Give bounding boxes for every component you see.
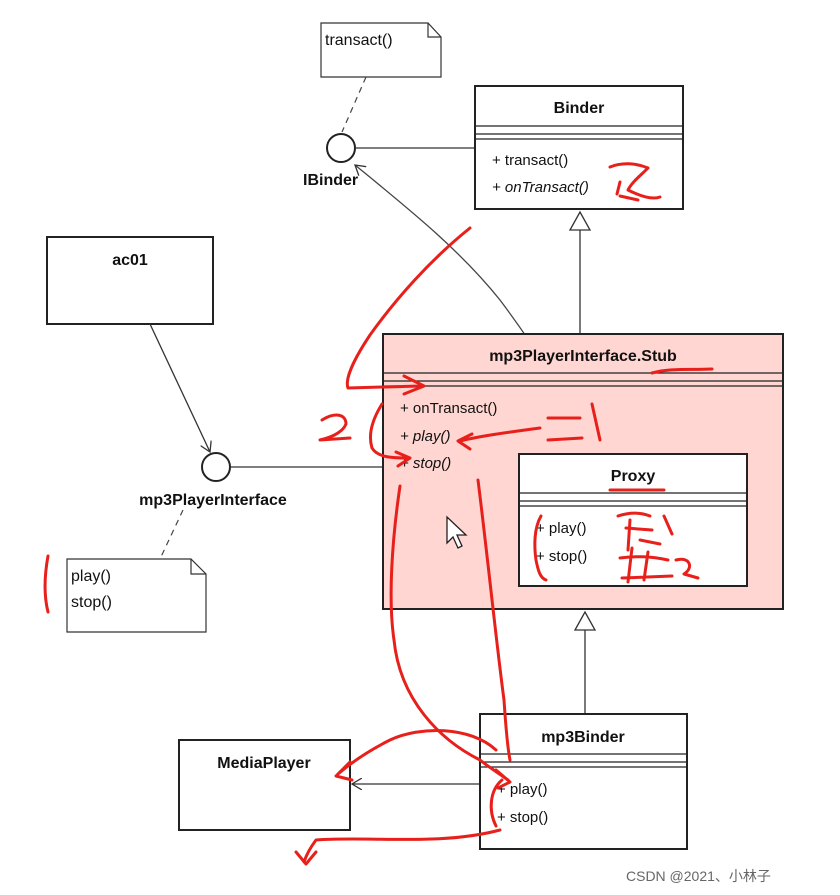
- class-binder-method: + transact(): [492, 152, 568, 169]
- note-ibinder-connector: [341, 76, 367, 133]
- class-mediaplayer-name: MediaPlayer: [217, 755, 310, 772]
- class-ac01: ac01: [46, 236, 214, 325]
- interface-ibinder-label: IBinder: [303, 172, 358, 189]
- class-stub-name: mp3PlayerInterface.Stub: [489, 348, 677, 365]
- class-binder-name: Binder: [554, 100, 605, 117]
- annotation-flow-to-mp3binder: [389, 484, 512, 790]
- annotation-equals-one: [546, 402, 602, 442]
- class-mp3binder: mp3Binder + play() + stop(): [479, 713, 688, 850]
- csdn-watermark: CSDN @2021、小林子: [626, 868, 771, 884]
- class-binder: Binder + transact() + onTransact(): [474, 85, 684, 210]
- annotation-step2: [618, 546, 700, 584]
- annotation-flow-curve: [345, 226, 472, 396]
- interface-mp3-lollipop: [201, 452, 231, 482]
- class-mp3binder-method: + play(): [497, 781, 547, 798]
- mp3binder-extends-stub-arrowhead: [573, 610, 597, 631]
- annotation-arrow-stop: [368, 402, 412, 468]
- class-proxy-method: + play(): [536, 520, 586, 537]
- class-mp3binder-method: + stop(): [497, 809, 548, 826]
- interface-mp3: mp3PlayerInterface: [139, 452, 287, 509]
- annotation-number: [318, 413, 352, 442]
- stub-extends-binder-arrowhead: [568, 210, 592, 231]
- class-mediaplayer: MediaPlayer: [178, 739, 351, 831]
- annotation-squiggle: [608, 162, 662, 202]
- annotation-bracket-mp3binder: [489, 778, 504, 828]
- annotation-underline-stub: [650, 367, 714, 375]
- class-proxy-method: + stop(): [536, 548, 587, 565]
- annotation-step1: [616, 511, 674, 552]
- handwritten-annotations: [43, 162, 714, 866]
- interface-ibinder-lollipop: [326, 133, 356, 163]
- class-ac01-name: ac01: [112, 252, 148, 269]
- annotation-bracket-note: [43, 554, 50, 614]
- class-stub-method: + play(): [400, 428, 450, 445]
- note-mp3-connector: [159, 509, 184, 560]
- class-stub-method: + stop(): [400, 455, 451, 472]
- class-proxy: Proxy + play() + stop(): [518, 453, 748, 587]
- note-ibinder: transact(): [320, 22, 442, 78]
- annotation-bracket-proxy: [533, 514, 548, 582]
- class-stub-method: + onTransact(): [400, 400, 497, 417]
- annotation-arrow-play: [456, 426, 542, 451]
- class-proxy-name: Proxy: [611, 468, 656, 485]
- mouse-cursor-icon: [446, 515, 468, 549]
- interface-mp3-label: mp3PlayerInterface: [139, 492, 287, 509]
- note-mp3-line: stop(): [71, 594, 112, 611]
- annotation-return-arrow: [294, 828, 502, 866]
- ac01-uses-interface-arrow: [149, 323, 210, 452]
- note-mp3-line: play(): [71, 568, 111, 585]
- class-binder-method: + onTransact(): [492, 179, 589, 196]
- note-mp3: play() stop(): [66, 558, 207, 633]
- interface-ibinder: IBinder: [303, 133, 358, 189]
- note-ibinder-text: transact(): [325, 32, 393, 49]
- annotation-flow-secondary: [476, 478, 512, 762]
- annotation-arrow-mediaplayer: [334, 729, 498, 782]
- class-mp3binder-name: mp3Binder: [541, 729, 625, 746]
